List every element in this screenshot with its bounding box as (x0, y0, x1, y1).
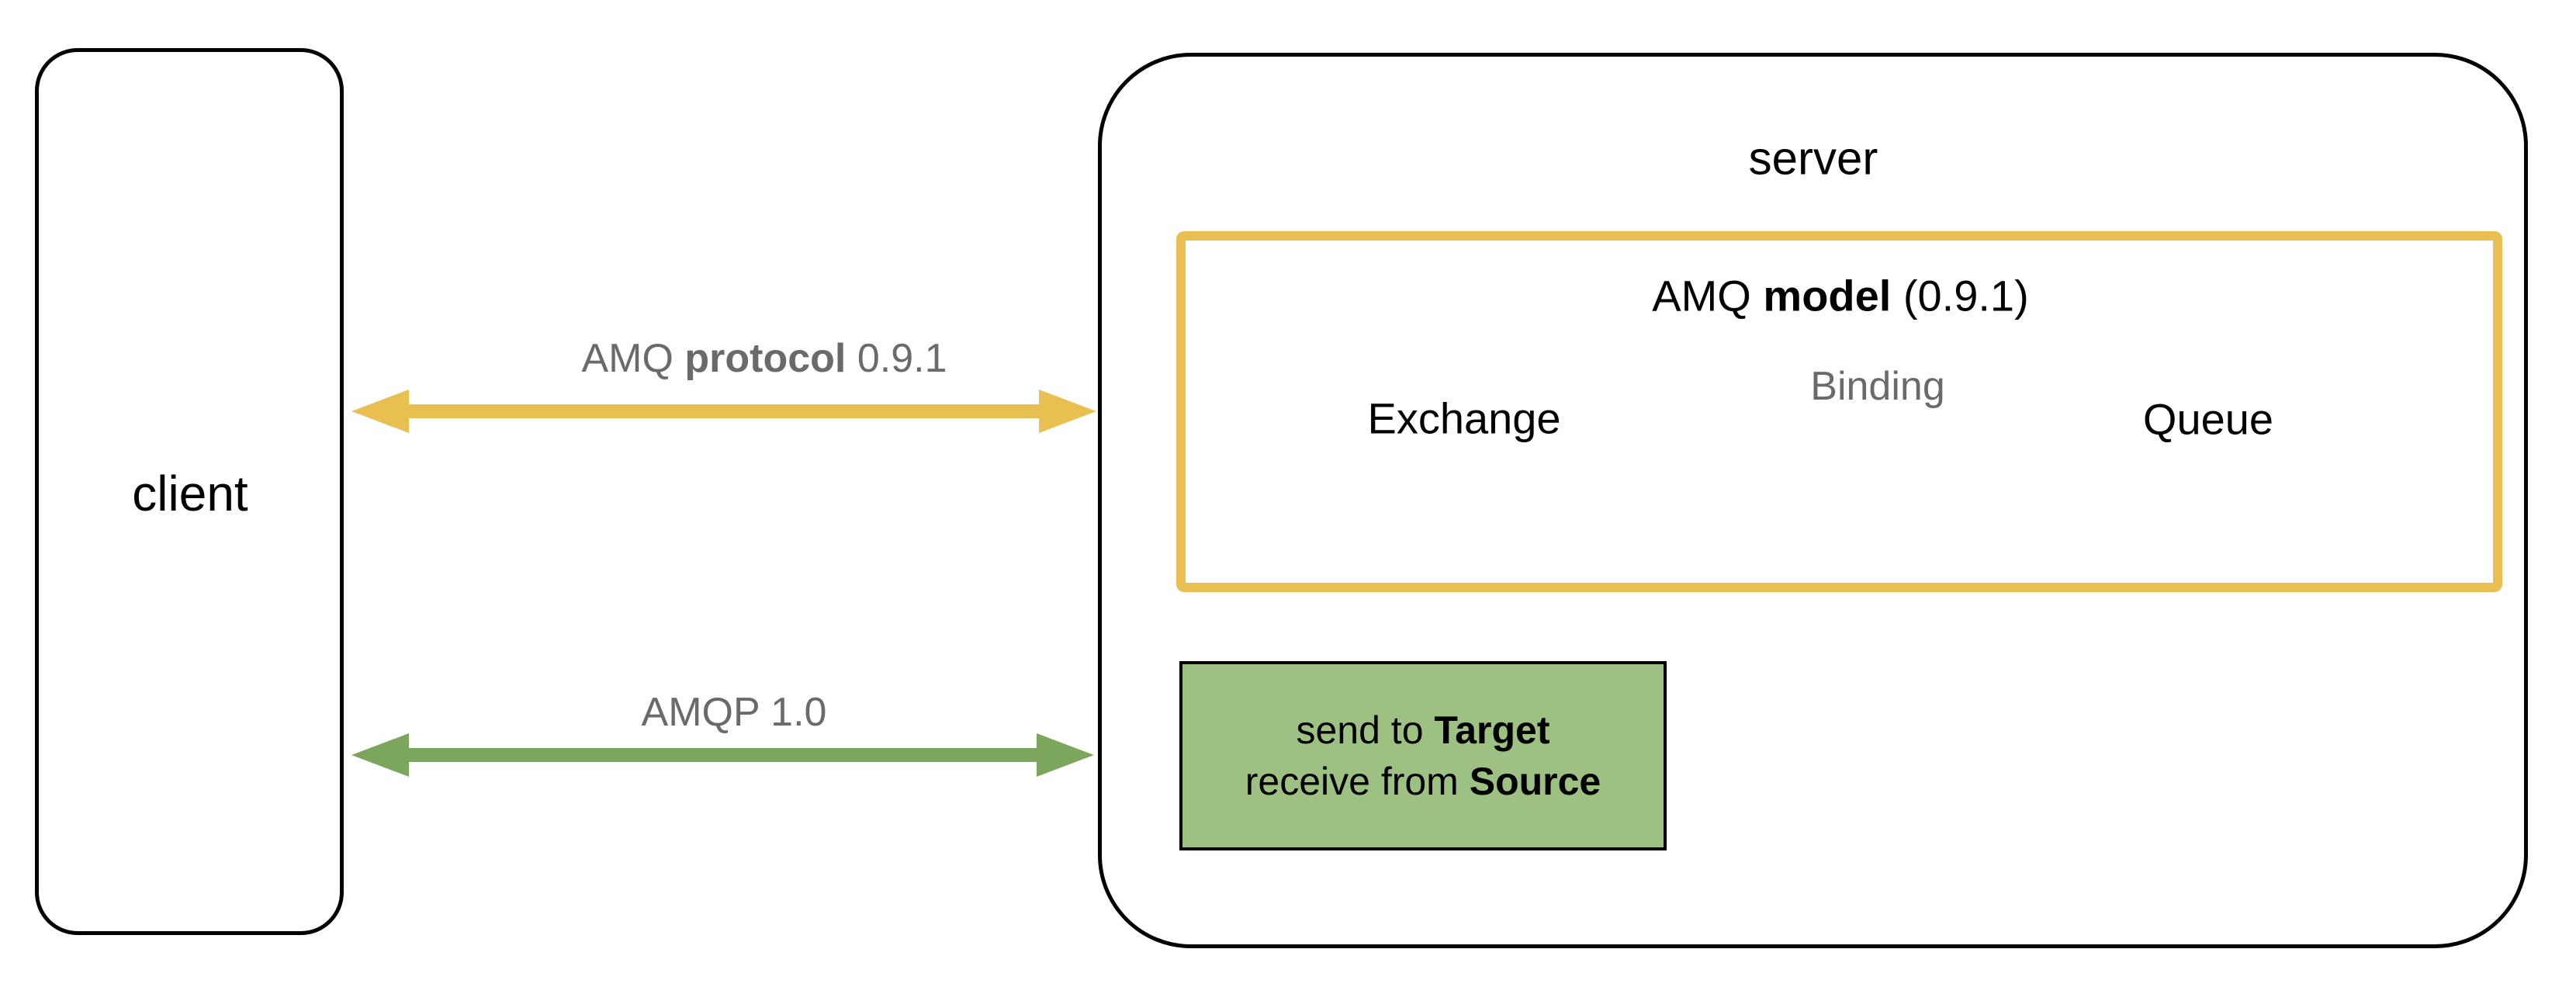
green-box-line1-bold: Target (1434, 708, 1550, 752)
protocol-label-suffix: 0.9.1 (846, 336, 947, 381)
binding-label: Binding (1810, 364, 1945, 409)
amq-model-title: AMQ model (0.9.1) (1652, 271, 2028, 321)
protocol-label-bold: protocol (684, 336, 847, 381)
green-box: send to Target receive from Source (1179, 661, 1667, 850)
amq-model-title-suffix: (0.9.1) (1891, 271, 2029, 320)
client-box (35, 48, 344, 935)
client-label: client (132, 466, 248, 521)
amq-model-box (1176, 231, 2502, 592)
protocol-arrow-label: AMQ protocol 0.9.1 (582, 335, 947, 382)
green-box-line2-bold: Source (1469, 760, 1601, 803)
exchange-label: Exchange (1367, 393, 1561, 443)
server-label: server (1748, 132, 1878, 185)
green-box-line2: receive from Source (1245, 756, 1601, 807)
amq-model-title-bold: model (1763, 271, 1892, 320)
amqp-arrow-label: AMQP 1.0 (641, 690, 827, 735)
amq-model-title-prefix: AMQ (1652, 271, 1764, 320)
queue-label: Queue (2142, 394, 2274, 444)
green-box-line1-prefix: send to (1296, 708, 1435, 752)
protocol-label-prefix: AMQ (581, 336, 685, 381)
green-box-line1: send to Target (1296, 705, 1549, 756)
green-box-line2-prefix: receive from (1245, 760, 1470, 803)
amqp-arrow (351, 733, 1094, 777)
protocol-arrow (351, 390, 1096, 433)
